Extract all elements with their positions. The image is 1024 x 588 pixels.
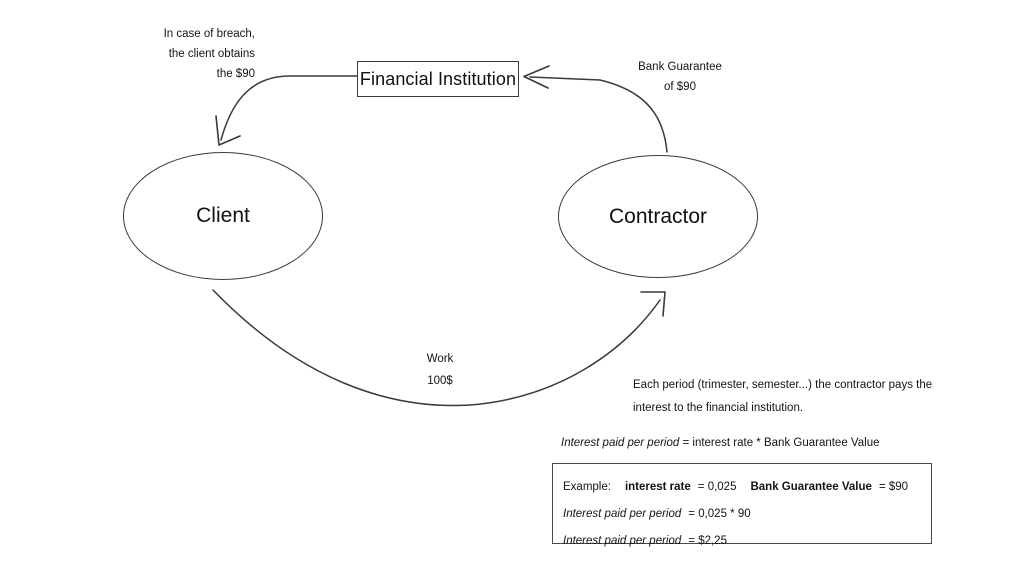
node-financial-institution[interactable]: Financial Institution xyxy=(357,61,519,97)
edge-label-breach: In case of breach, the client obtains th… xyxy=(163,28,255,80)
example-row-2-value: = 0,025 * 90 xyxy=(688,508,751,520)
edge-label-work: Work 100$ xyxy=(426,353,454,387)
example-title: Example: xyxy=(563,481,611,493)
example-row-3-value: = $2,25 xyxy=(688,535,727,547)
example-row-1: Example: interest rate = 0,025 Bank Guarant… xyxy=(563,474,931,501)
node-client[interactable]: Client xyxy=(123,152,323,280)
edge-label-bank-guarantee: Bank Guarantee of $90 xyxy=(638,61,722,93)
edge-work-arrowhead xyxy=(640,291,666,317)
example-row-2: Interest paid per period = 0,025 * 90 xyxy=(563,501,931,528)
node-contractor-label: Contractor xyxy=(608,204,708,228)
note-period-interest: Each period (trimester, semester...) the… xyxy=(633,379,933,414)
example-row-3: Interest paid per period = $2,25 xyxy=(563,528,931,555)
edge-breach-path xyxy=(220,75,358,141)
formula-expression: = interest rate * Bank Guarantee Value xyxy=(679,437,880,449)
formula-term: Interest paid per period xyxy=(561,437,680,449)
example-interest-rate-label: interest rate xyxy=(624,481,691,493)
example-interest-rate-value: = 0,025 xyxy=(697,481,737,493)
example-bank-guarantee-value-label: Bank Guarantee Value xyxy=(750,481,872,493)
node-financial-institution-label: Financial Institution xyxy=(359,68,517,89)
example-box: Example: interest rate = 0,025 Bank Guarant… xyxy=(552,463,932,547)
edge-guarantee-arrowhead xyxy=(523,65,550,89)
node-contractor[interactable]: Contractor xyxy=(558,155,758,278)
example-row-3-term: Interest paid per period xyxy=(563,535,682,547)
formula-interest-paid: Interest paid per period = interest rate… xyxy=(561,434,879,452)
edge-breach-arrowhead xyxy=(215,115,241,146)
example-bank-guarantee-value-amount: = $90 xyxy=(878,481,909,493)
node-client-label: Client xyxy=(196,204,250,227)
example-row-2-term: Interest paid per period xyxy=(563,508,682,520)
